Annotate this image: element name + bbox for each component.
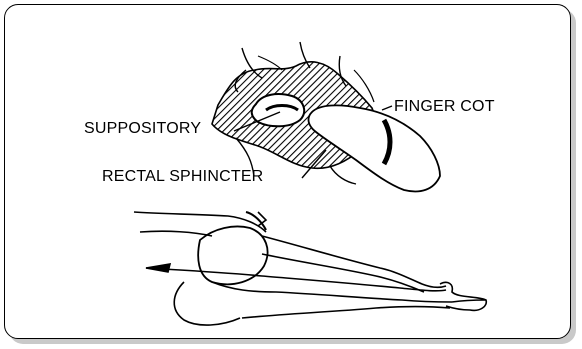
suppository-label: SUPPOSITORY (84, 120, 201, 138)
rectal-sphincter-label: RECTAL SPHINCTER (102, 168, 263, 186)
patient-side-lying-figure (134, 212, 486, 325)
finger-cot-label: FINGER COT (394, 98, 495, 116)
